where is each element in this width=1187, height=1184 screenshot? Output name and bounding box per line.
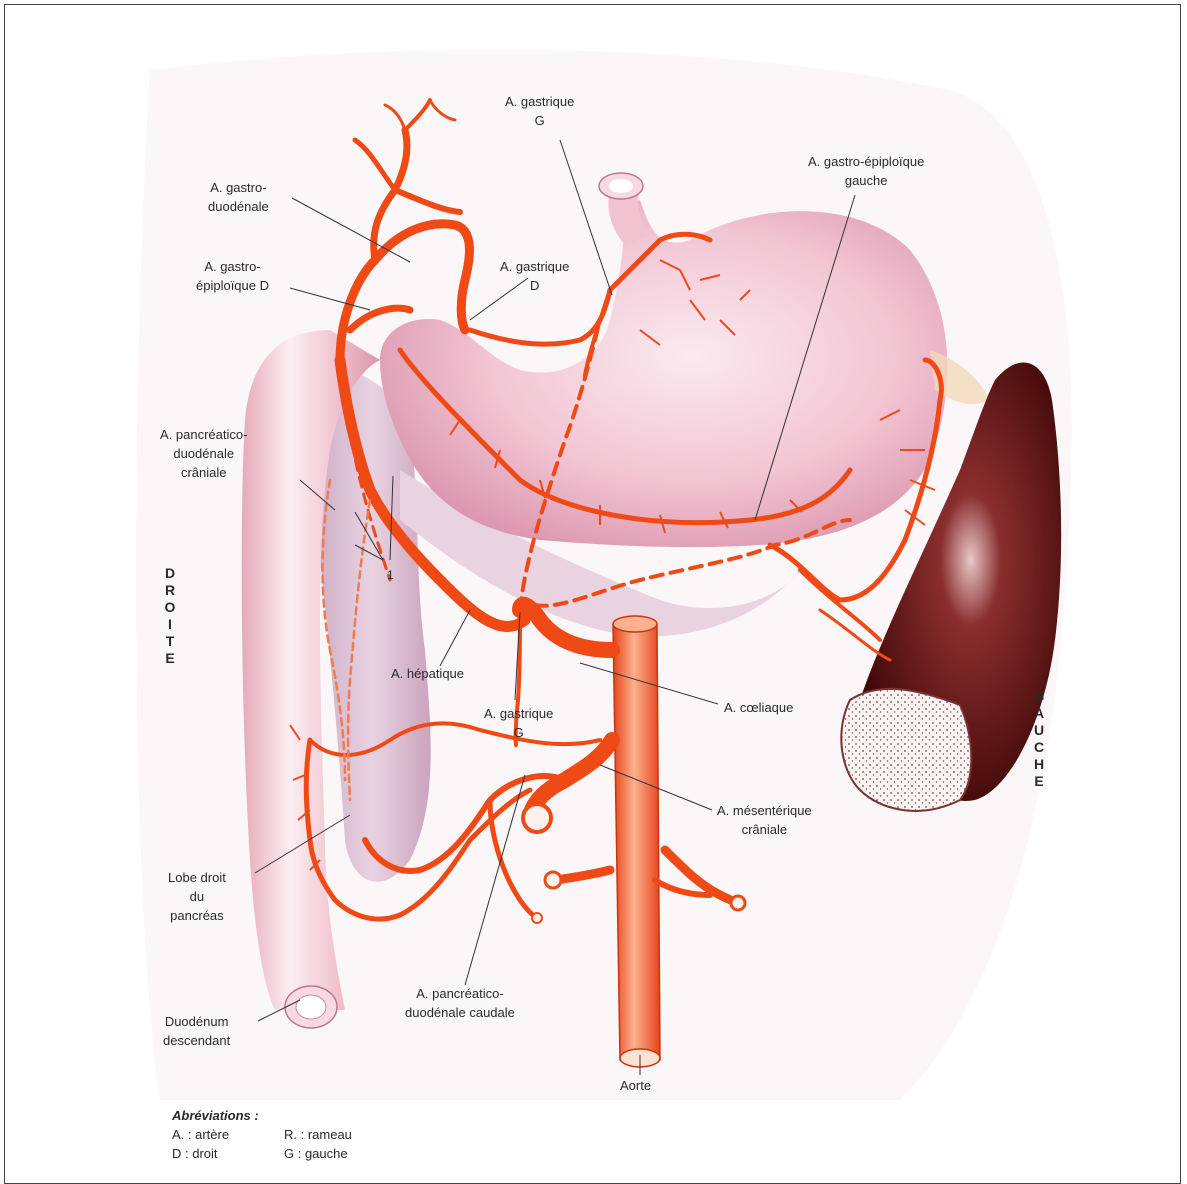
abbreviation-row: A. : artère R. : rameau bbox=[172, 1125, 352, 1144]
label-marker-1: 1 bbox=[387, 566, 394, 585]
abbreviations-legend: Abréviations : A. : artère R. : rameau D… bbox=[172, 1106, 352, 1163]
label-caudal-pancreaticoduodenal-artery: A. pancréatico-duodénale caudale bbox=[405, 984, 515, 1022]
abbreviation-row: D : droit G : gauche bbox=[172, 1144, 352, 1163]
label-right-gastroepiploic-artery: A. gastro-épiploïque D bbox=[196, 257, 269, 295]
label-coeliac-artery: A. cœliaque bbox=[724, 698, 793, 717]
abbreviations-title: Abréviations : bbox=[172, 1106, 352, 1125]
aorta bbox=[613, 625, 660, 1060]
label-hepatic-artery: A. hépatique bbox=[391, 664, 464, 683]
label-gastroduodenal-artery: A. gastro-duodénale bbox=[208, 178, 269, 216]
label-aorta: Aorte bbox=[620, 1076, 651, 1095]
